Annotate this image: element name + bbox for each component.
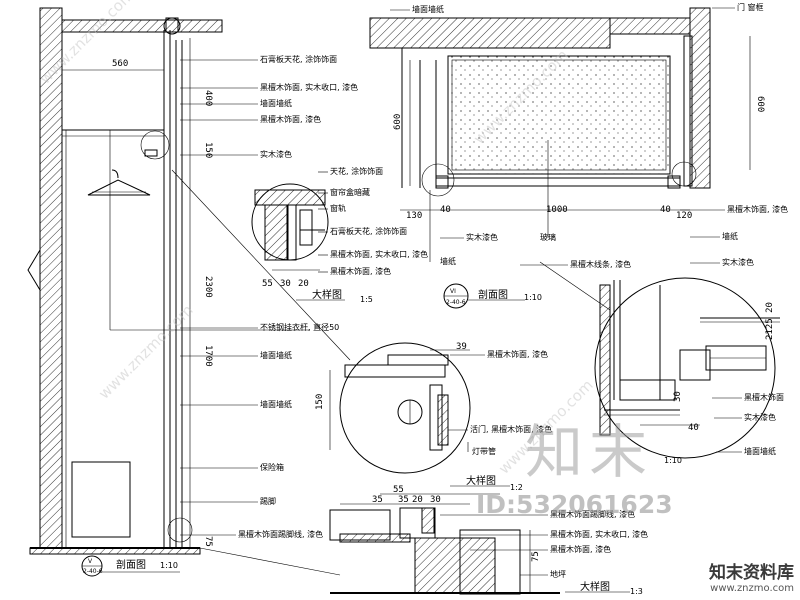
r-section-num: VI <box>450 288 456 295</box>
d3-dim-30: 30 <box>673 391 683 402</box>
watermark-id: ID:532061623 <box>476 490 673 519</box>
dim-top: 400 <box>203 90 213 106</box>
d2-dim-150: 150 <box>315 394 325 410</box>
d4-label-veneer-color: 黑檀木饰面, 漆色 <box>550 544 611 554</box>
brand-name: 知末资料库 <box>709 563 794 583</box>
d2-label-light: 灯带管 <box>472 446 496 456</box>
d1-label-ceiling: 天花, 涂饰饰面 <box>330 166 383 176</box>
d1-label-curtain-rail: 窗轨 <box>330 203 346 213</box>
r-dim-w-right: 120 <box>676 211 692 221</box>
r-section-ref: 2-40-6 <box>446 299 466 306</box>
r-dim-h-left: 600 <box>393 114 403 130</box>
d4-dim-5: 75 <box>531 551 541 562</box>
r-label-glass: 玻璃 <box>540 232 556 242</box>
r-label-wall: 墙纸 <box>722 231 738 241</box>
r-dim-w-mid: 1000 <box>546 205 568 215</box>
d4-label-base: 地坪 <box>550 569 566 579</box>
left-title: 剖面图 <box>116 558 146 571</box>
d4-dim-0: 55 <box>393 485 404 495</box>
r-label-veneer: 黑檀木饰面, 漆色 <box>727 204 788 214</box>
d1-label-veneer-solid: 黑檀木饰面, 实木收口, 漆色 <box>330 249 428 259</box>
r-label-wallpaper: 墙纸 <box>440 256 456 266</box>
d4-label-veneer-line: 黑檀木饰面踢脚线, 漆色 <box>550 509 635 519</box>
r-title: 剖面图 <box>478 288 508 301</box>
label-door-frame: 黑檀木饰面踢脚线, 漆色 <box>238 529 323 539</box>
section-mark-ref: 2-40-6 <box>83 568 103 575</box>
d3-side-dims: 2125 20 <box>765 302 775 340</box>
r-label-solid-wood-2: 实木漆色 <box>722 257 754 267</box>
label-ceiling: 石膏板天花, 涂饰饰面 <box>260 54 337 64</box>
detail-1: 55 30 20 天花, 涂饰饰面 窗帘盒暗藏 窗轨 石膏板天花, 涂饰饰面 黑… <box>251 166 428 304</box>
d1-label-gypsum: 石膏板天花, 涂饰饰面 <box>330 226 407 236</box>
d1-dim-2: 20 <box>298 279 309 289</box>
d4-scale: 1:3 <box>630 587 643 596</box>
d1-label-curtain-box: 窗帘盒暗藏 <box>330 187 370 197</box>
d3-label-wallpaper: 墙面墙纸 <box>744 446 776 456</box>
label-solid-wood: 实木漆色 <box>260 149 292 159</box>
watermark-logo: 知末 <box>525 418 654 486</box>
left-scale: 1:10 <box>160 561 178 570</box>
d4-dim-4: 30 <box>430 495 441 505</box>
label-veneer-2: 黑檀木饰面, 漆色 <box>260 114 321 124</box>
detail-4: 55 35 35 20 30 75 黑檀木饰面踢脚线, 漆色 黑檀木饰面, 实木… <box>199 485 648 596</box>
d3-dim-40: 40 <box>688 423 699 433</box>
d3-scale: 1:10 <box>664 456 682 465</box>
r-dim-w-left2: 40 <box>440 205 451 215</box>
brand-block: 知末资料库 www.znzmo.com <box>709 558 794 594</box>
label-veneer-1: 黑檀木饰面, 实木收口, 漆色 <box>260 82 358 92</box>
d4-dim-2: 35 <box>398 495 409 505</box>
label-wallpaper-3: 墙面墙纸 <box>260 399 292 409</box>
label-wallpaper-2: 墙面墙纸 <box>260 350 292 360</box>
ceiling-slab <box>61 19 223 33</box>
d1-dim-1: 30 <box>280 279 291 289</box>
section-mark-num: V <box>88 558 93 565</box>
dim-mid: 150 <box>203 142 213 158</box>
d1-dim-0: 55 <box>262 279 273 289</box>
d3-label-veneer: 黑檀木饰面 <box>744 392 784 402</box>
r-label-solid-wood: 实木漆色 <box>466 232 498 242</box>
detail-3: 30 40 2125 20 黑檀木饰面 实木漆色 墙面墙纸 1:10 <box>594 277 784 465</box>
d2-dim-39: 39 <box>456 342 467 352</box>
r-dim-w-left: 130 <box>406 211 422 221</box>
r-dim-h-right: 600 <box>755 96 765 112</box>
brand-url: www.znzmo.com <box>710 583 794 594</box>
label-stainless-rod: 不锈钢挂衣杆, 直径50 <box>260 322 339 332</box>
r-label-door-top: 门 窗框 <box>737 2 764 12</box>
d4-title: 大样图 <box>580 580 610 593</box>
dim-base: 75 <box>203 536 213 547</box>
r-label-veneer-line: 黑檀木线条, 漆色 <box>570 259 631 269</box>
r-label-wall-top: 墙面墙纸 <box>412 4 444 14</box>
d2-label-veneer: 黑檀木饰面, 漆色 <box>487 349 548 359</box>
glass-panel <box>447 55 671 175</box>
label-baseboard: 踢脚 <box>260 496 276 506</box>
left-wall <box>39 7 63 549</box>
label-wallpaper-1: 墙面墙纸 <box>260 98 292 108</box>
d1-label-veneer: 黑檀木饰面, 漆色 <box>330 266 391 276</box>
d2-label-door: 活门, 黑檀木饰面, 漆色 <box>470 424 552 434</box>
dim-tall: 2300 <box>203 276 213 298</box>
d1-title: 大样图 <box>312 288 342 301</box>
d3-label-solid: 实木漆色 <box>744 412 776 422</box>
detail-2: 150 39 黑檀木饰面, 漆色 活门, 黑檀木饰面, 漆色 灯带管 大样图 1… <box>315 342 552 492</box>
d4-dim-1: 35 <box>372 495 383 505</box>
right-section: 130 40 1000 40 120 600 600 墙面墙纸 门 窗框 黑檀木… <box>369 2 788 311</box>
r-scale: 1:10 <box>524 293 542 302</box>
label-safe: 保险箱 <box>260 462 284 472</box>
d4-label-veneer-solid: 黑檀木饰面, 实木收口, 漆色 <box>550 529 648 539</box>
r-dim-w-right2: 40 <box>660 205 671 215</box>
dim-width: 560 <box>112 59 128 69</box>
safe-box <box>71 461 131 538</box>
d2-scale: 1:2 <box>510 483 523 492</box>
left-section: 560 400 150 2300 1700 75 石膏板天花, 涂饰饰面 黑檀木… <box>27 7 358 577</box>
d2-title: 大样图 <box>466 474 496 487</box>
d4-dim-3: 20 <box>412 495 423 505</box>
d1-scale: 1:5 <box>360 295 373 304</box>
